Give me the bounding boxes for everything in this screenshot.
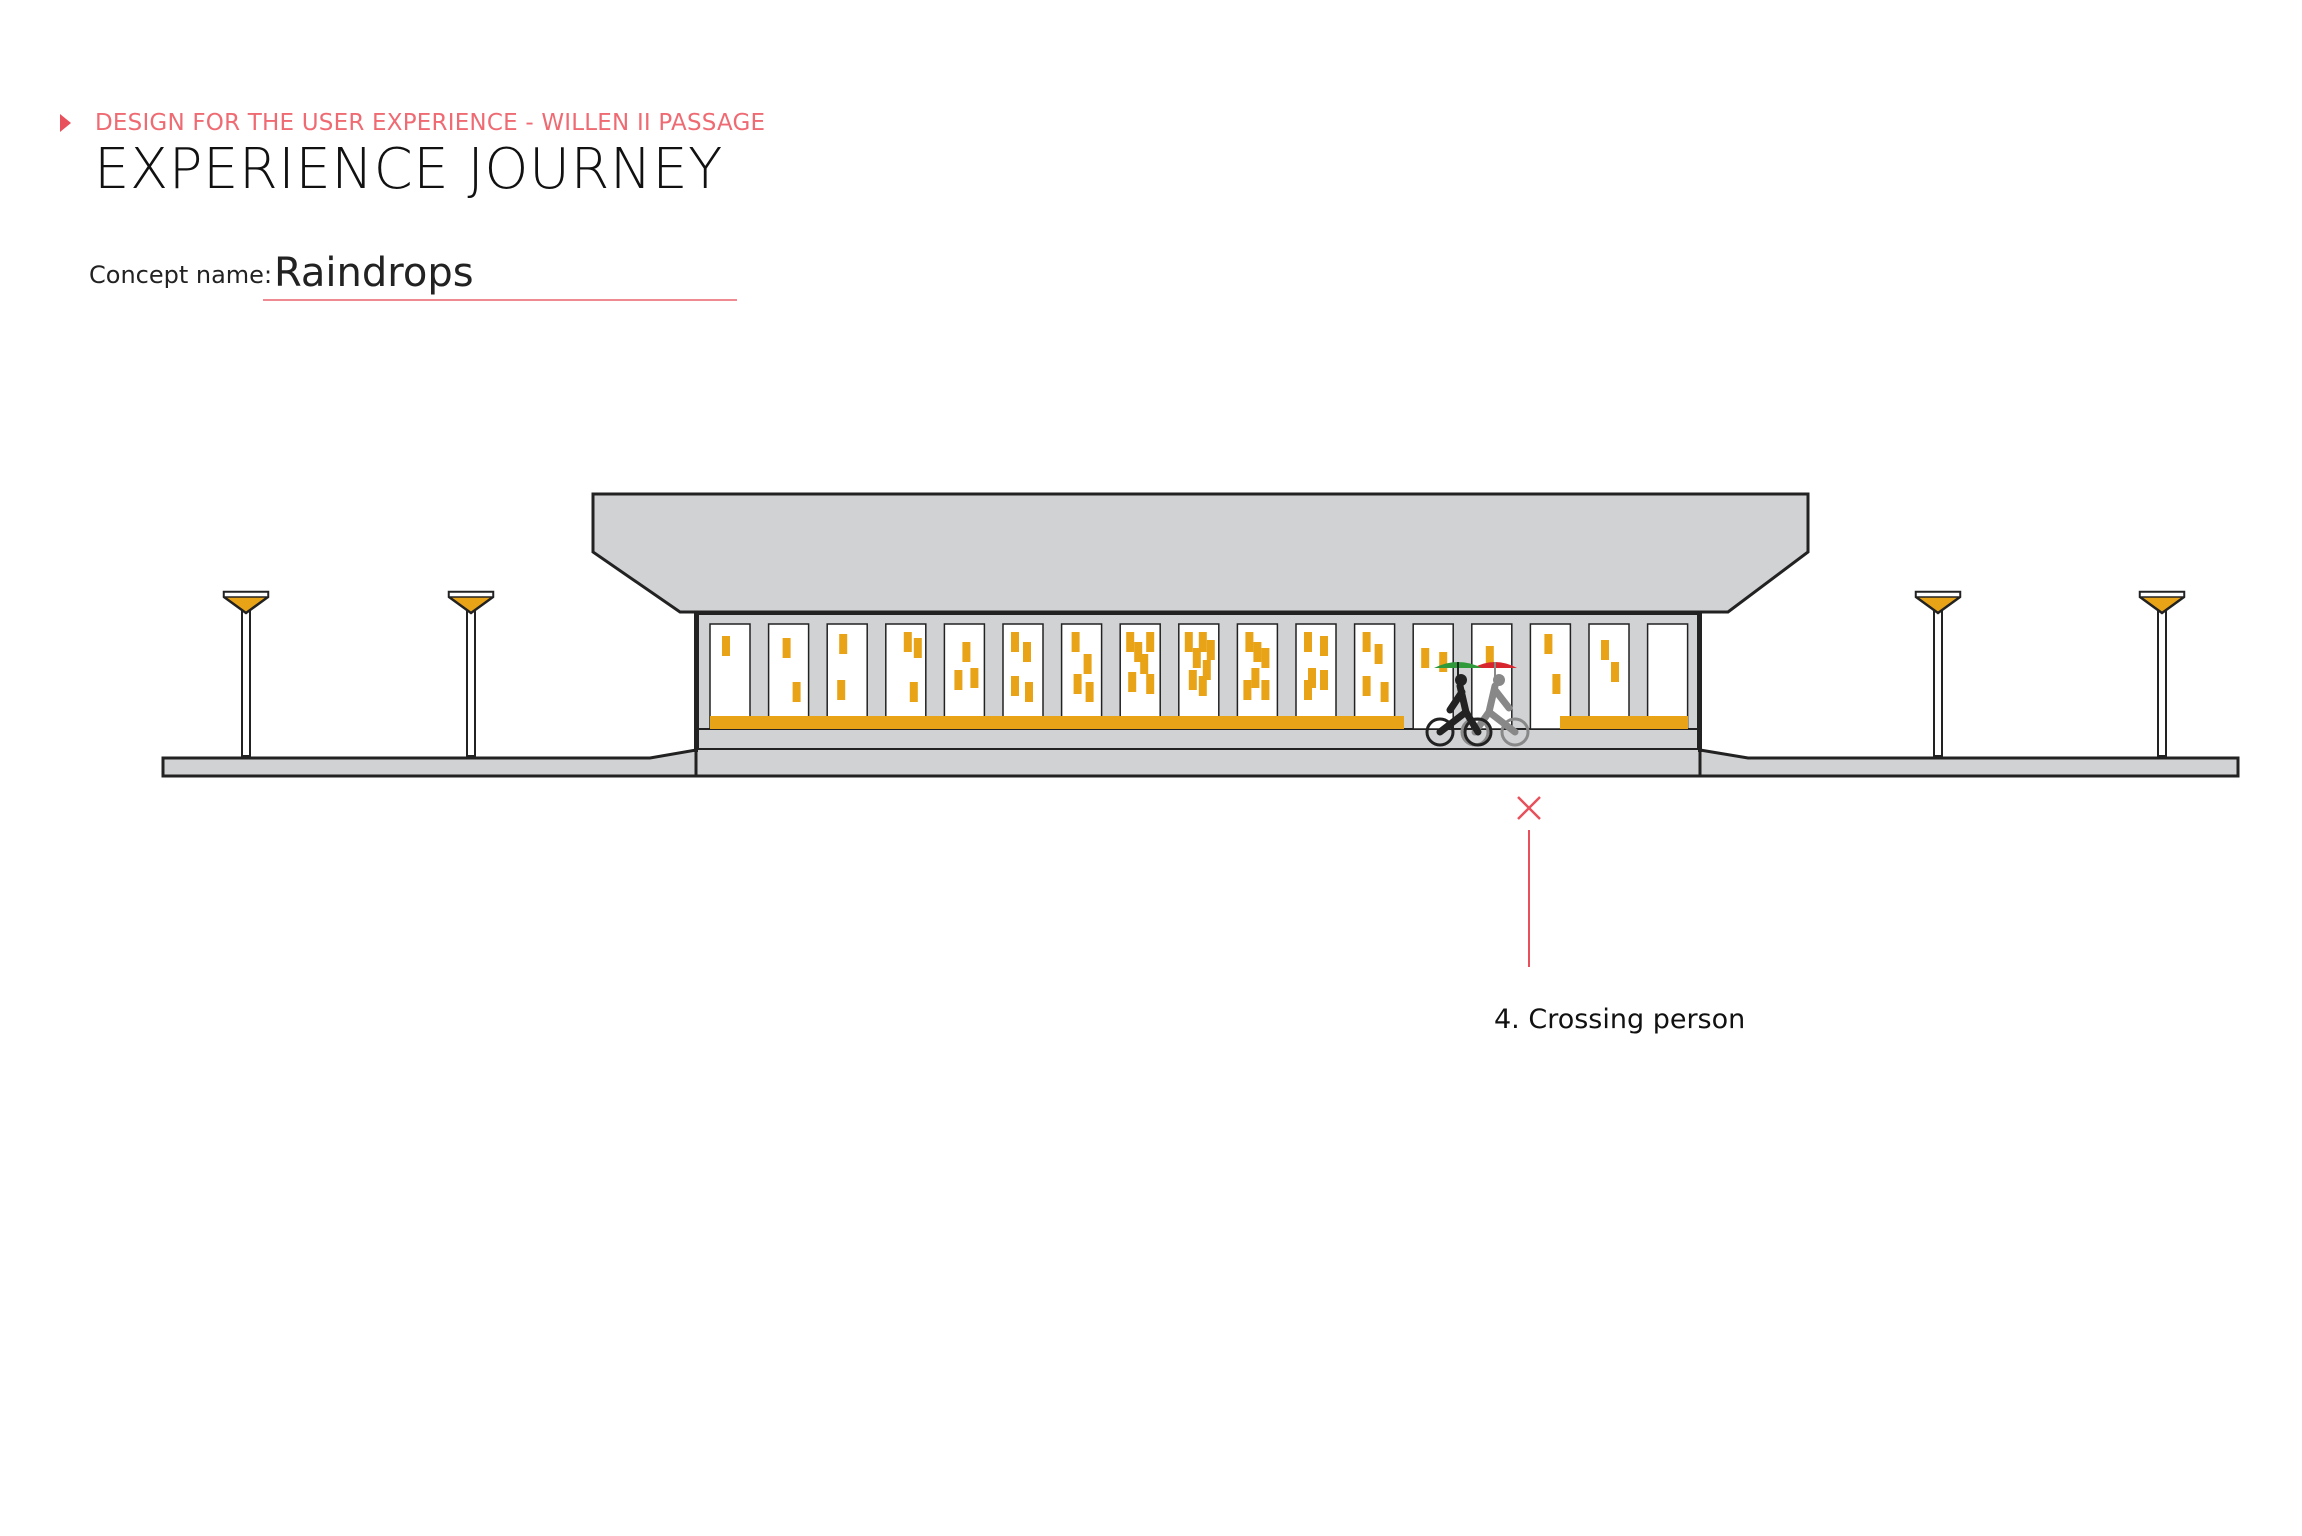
lamp-cap xyxy=(223,591,269,598)
lamp-cap xyxy=(2139,591,2185,598)
raindrop xyxy=(1188,670,1197,690)
light-strip xyxy=(710,716,1404,729)
wall-panel xyxy=(1646,623,1689,730)
raindrop xyxy=(1439,652,1448,672)
raindrop xyxy=(1128,672,1137,692)
raindrop xyxy=(792,682,801,702)
raindrop xyxy=(1184,632,1193,652)
raindrop xyxy=(1362,632,1371,652)
concept-underline xyxy=(263,299,737,301)
raindrop xyxy=(1485,646,1494,666)
wall-panel xyxy=(1295,623,1337,730)
lamp-post xyxy=(2157,605,2167,757)
wall-panel xyxy=(1588,623,1630,730)
raindrop xyxy=(1261,680,1270,700)
play-triangle-icon xyxy=(60,114,71,132)
raindrop xyxy=(903,632,912,652)
raindrop xyxy=(1126,632,1135,652)
raindrop xyxy=(1374,644,1383,664)
raindrop xyxy=(1552,674,1561,694)
raindrop xyxy=(839,634,848,654)
raindrop xyxy=(1206,640,1215,660)
raindrop xyxy=(1146,632,1155,652)
light-strip-group xyxy=(710,716,1688,729)
raindrop xyxy=(1083,654,1092,674)
wall-panel xyxy=(1353,623,1396,730)
raindrop xyxy=(722,636,730,656)
raindrop xyxy=(1023,642,1031,662)
raindrop xyxy=(1198,676,1207,696)
raindrop xyxy=(1011,632,1019,652)
breadcrumb: DESIGN FOR THE USER EXPERIENCE - WILLEN … xyxy=(60,110,765,136)
raindrop xyxy=(1304,680,1312,700)
raindrop xyxy=(1011,676,1019,696)
breadcrumb-text: DESIGN FOR THE USER EXPERIENCE - WILLEN … xyxy=(95,110,766,136)
raindrop xyxy=(1025,682,1033,702)
raindrop xyxy=(970,668,979,688)
raindrop xyxy=(1544,634,1553,654)
raindrop xyxy=(1134,642,1143,662)
lamp-cap xyxy=(1915,591,1961,598)
raindrop xyxy=(1380,682,1389,702)
lamp-post xyxy=(1933,605,1943,757)
raindrop xyxy=(1202,660,1211,680)
raindrop xyxy=(1308,668,1316,688)
page-title: EXPERIENCE JOURNEY xyxy=(94,137,723,202)
lamp-post xyxy=(466,605,476,757)
bridge-deck xyxy=(591,492,1810,614)
raindrop xyxy=(837,680,846,700)
raindrop xyxy=(1140,654,1149,674)
raindrop xyxy=(954,670,963,690)
wall-panel xyxy=(1412,623,1454,730)
raindrop xyxy=(1421,648,1430,668)
close-icon xyxy=(1517,796,1541,820)
right-wall xyxy=(1698,612,1702,752)
raindrop xyxy=(1073,674,1082,694)
raindrop xyxy=(1192,648,1201,668)
concept-name-value: Raindrops xyxy=(274,250,474,296)
raindrop xyxy=(1198,632,1207,652)
raindrop xyxy=(1362,676,1371,696)
raindrop xyxy=(962,642,971,662)
raindrop xyxy=(1611,662,1619,682)
raindrop xyxy=(1320,670,1328,690)
raindrop xyxy=(1071,632,1080,652)
raindrop xyxy=(1261,648,1270,668)
underpass-floor xyxy=(694,746,1702,778)
light-strip xyxy=(1560,716,1688,729)
raindrop xyxy=(909,682,918,702)
left-wall xyxy=(694,612,698,752)
lamp-post xyxy=(241,605,251,757)
raindrop xyxy=(1243,680,1252,700)
raindrop xyxy=(1146,674,1155,694)
raindrop xyxy=(1251,668,1260,688)
raindrop xyxy=(1245,632,1254,652)
raindrop xyxy=(1304,632,1312,652)
raindrop xyxy=(782,638,791,658)
wall-panel xyxy=(1002,623,1044,730)
lamp-cap xyxy=(448,591,494,598)
callout-label: 4. Crossing person xyxy=(1494,1004,1746,1035)
cyclist-black xyxy=(1425,662,1493,747)
raindrop xyxy=(1253,642,1262,662)
raindrop xyxy=(1085,682,1094,702)
raindrop xyxy=(1320,636,1328,656)
wall-panel xyxy=(709,623,751,730)
wall-panel xyxy=(1471,623,1513,730)
walkway-band xyxy=(697,728,1699,750)
concept-name-label: Concept name: xyxy=(89,261,273,289)
raindrop xyxy=(1601,640,1609,660)
street-lamp-group xyxy=(222,590,2186,757)
raindrop xyxy=(913,638,922,658)
panel-group xyxy=(709,623,1689,730)
